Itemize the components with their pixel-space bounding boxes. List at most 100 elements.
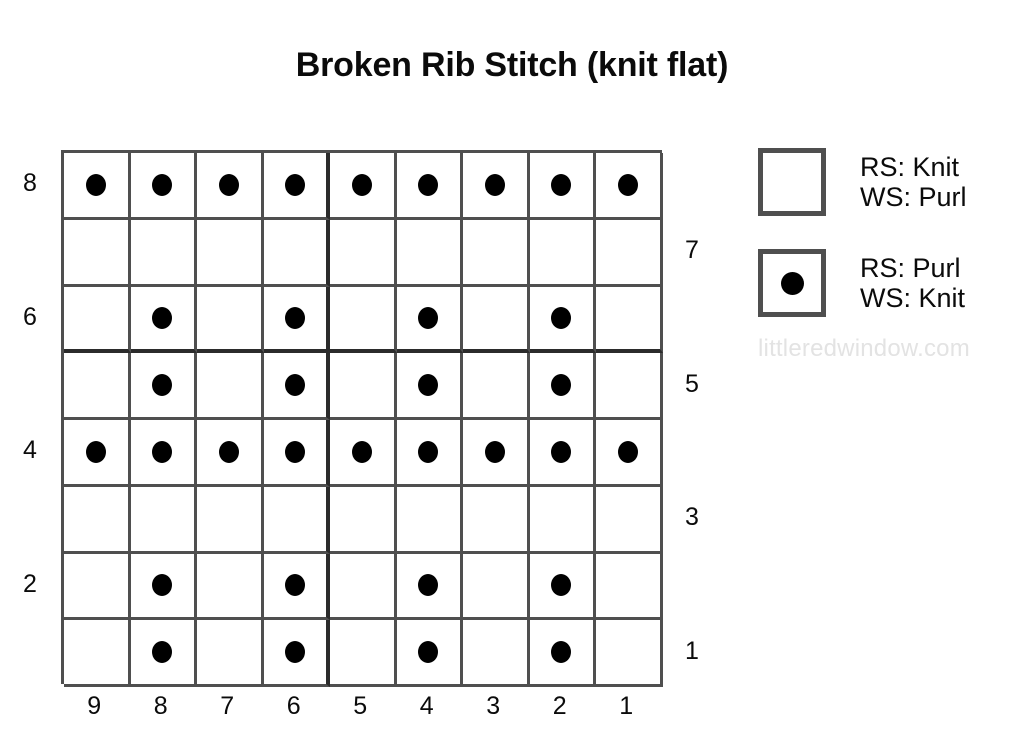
stitch-cell-purl[interactable]	[529, 620, 596, 687]
stitch-cell-purl[interactable]	[396, 553, 463, 621]
row-label-right-7: 7	[685, 236, 699, 265]
stitch-cell-knit[interactable]	[197, 553, 264, 621]
stitch-cell-purl[interactable]	[130, 286, 197, 354]
stitch-cell-knit[interactable]	[64, 219, 131, 287]
stitch-cell-knit[interactable]	[64, 486, 131, 554]
stitch-cell-purl[interactable]	[263, 420, 330, 487]
stitch-cell-purl[interactable]	[396, 420, 463, 487]
stitch-cell-purl[interactable]	[64, 420, 131, 487]
stitch-cell-knit[interactable]	[197, 219, 264, 287]
stitch-cell-knit[interactable]	[263, 219, 330, 287]
page-title: Broken Rib Stitch (knit flat)	[295, 46, 729, 84]
stitch-cell-knit[interactable]	[463, 353, 530, 420]
row-label-left-6: 6	[23, 302, 37, 331]
stitch-cell-knit[interactable]	[463, 286, 530, 354]
stitch-cell-knit[interactable]	[596, 219, 663, 287]
purl-dot-icon	[152, 574, 173, 597]
stitch-cell-purl[interactable]	[130, 553, 197, 621]
stitch-cell-knit[interactable]	[596, 353, 663, 420]
stitch-cell-knit[interactable]	[197, 486, 264, 554]
stitch-cell-knit[interactable]	[64, 353, 131, 420]
purl-dot-icon	[617, 173, 638, 196]
stitch-cell-purl[interactable]	[130, 620, 197, 687]
stitch-cell-purl[interactable]	[130, 420, 197, 487]
stitch-cell-knit[interactable]	[596, 553, 663, 621]
purl-dot-icon	[284, 574, 305, 597]
stitch-cell-knit[interactable]	[529, 219, 596, 287]
purl-dot-icon	[284, 306, 305, 329]
stitch-cell-knit[interactable]	[330, 620, 397, 687]
stitch-cell-knit[interactable]	[197, 286, 264, 354]
stitch-cell-purl[interactable]	[130, 353, 197, 420]
stitch-cell-purl[interactable]	[130, 153, 197, 220]
purl-dot-icon	[85, 440, 106, 463]
stitch-cell-purl[interactable]	[396, 620, 463, 687]
stitch-row-5	[64, 353, 663, 420]
stitch-grid	[61, 150, 663, 687]
stitch-cell-knit[interactable]	[330, 486, 397, 554]
stitch-cell-knit[interactable]	[330, 286, 397, 354]
purl-dot-icon	[484, 440, 505, 463]
stitch-cell-knit[interactable]	[330, 219, 397, 287]
stitch-cell-purl[interactable]	[529, 420, 596, 487]
stitch-cell-purl[interactable]	[263, 553, 330, 621]
stitch-cell-knit[interactable]	[197, 620, 264, 687]
stitch-cell-knit[interactable]	[64, 553, 131, 621]
stitch-cell-knit[interactable]	[330, 553, 397, 621]
stitch-cell-purl[interactable]	[263, 286, 330, 354]
stitch-cell-knit[interactable]	[463, 553, 530, 621]
purl-dot-icon	[418, 440, 439, 463]
stitch-cell-purl[interactable]	[596, 153, 663, 220]
stitch-cell-knit[interactable]	[130, 219, 197, 287]
stitch-cell-knit[interactable]	[396, 219, 463, 287]
stitch-cell-knit[interactable]	[596, 486, 663, 554]
purl-dot-icon	[418, 173, 439, 196]
legend-swatch-dot-square	[758, 249, 826, 317]
purl-dot-icon	[152, 440, 173, 463]
stitch-cell-purl[interactable]	[529, 353, 596, 420]
stitch-cell-purl[interactable]	[330, 153, 397, 220]
stitch-cell-knit[interactable]	[197, 353, 264, 420]
stitch-cell-purl[interactable]	[596, 420, 663, 487]
stitch-row-3	[64, 486, 663, 554]
stitch-cell-purl[interactable]	[463, 420, 530, 487]
stitch-cell-purl[interactable]	[396, 286, 463, 354]
stitch-cell-knit[interactable]	[263, 486, 330, 554]
stitch-cell-purl[interactable]	[529, 153, 596, 220]
stitch-cell-purl[interactable]	[263, 153, 330, 220]
stitch-cell-purl[interactable]	[263, 620, 330, 687]
stitch-cell-knit[interactable]	[529, 486, 596, 554]
legend-swatch-empty-square	[758, 148, 826, 216]
legend-label-rs: RS: Purl	[860, 252, 961, 283]
stitch-cell-purl[interactable]	[396, 353, 463, 420]
purl-dot-icon	[418, 374, 439, 397]
purl-dot-icon	[351, 173, 372, 196]
stitch-cell-purl[interactable]	[330, 420, 397, 487]
stitch-cell-knit[interactable]	[596, 620, 663, 687]
stitch-cell-purl[interactable]	[529, 553, 596, 621]
stitch-cell-knit[interactable]	[64, 620, 131, 687]
stitch-cell-purl[interactable]	[263, 353, 330, 420]
stitch-cell-purl[interactable]	[197, 420, 264, 487]
stitch-cell-knit[interactable]	[463, 486, 530, 554]
purl-dot-icon	[218, 173, 239, 196]
stitch-cell-knit[interactable]	[463, 620, 530, 687]
stitch-cell-purl[interactable]	[396, 153, 463, 220]
stitch-cell-knit[interactable]	[596, 286, 663, 354]
stitch-cell-purl[interactable]	[529, 286, 596, 354]
stitch-cell-knit[interactable]	[330, 353, 397, 420]
purl-dot-icon	[617, 440, 638, 463]
stitch-cell-knit[interactable]	[463, 219, 530, 287]
stitch-cell-knit[interactable]	[396, 486, 463, 554]
purl-dot-icon	[551, 641, 572, 664]
stitch-cell-knit[interactable]	[130, 486, 197, 554]
purl-dot-icon	[284, 173, 305, 196]
purl-dot-icon	[351, 440, 372, 463]
stitch-cell-purl[interactable]	[463, 153, 530, 220]
stitch-cell-knit[interactable]	[64, 286, 131, 354]
stitch-row-6	[64, 286, 663, 354]
stitch-cell-purl[interactable]	[197, 153, 264, 220]
stitch-cell-purl[interactable]	[64, 153, 131, 220]
purl-dot-icon	[484, 173, 505, 196]
